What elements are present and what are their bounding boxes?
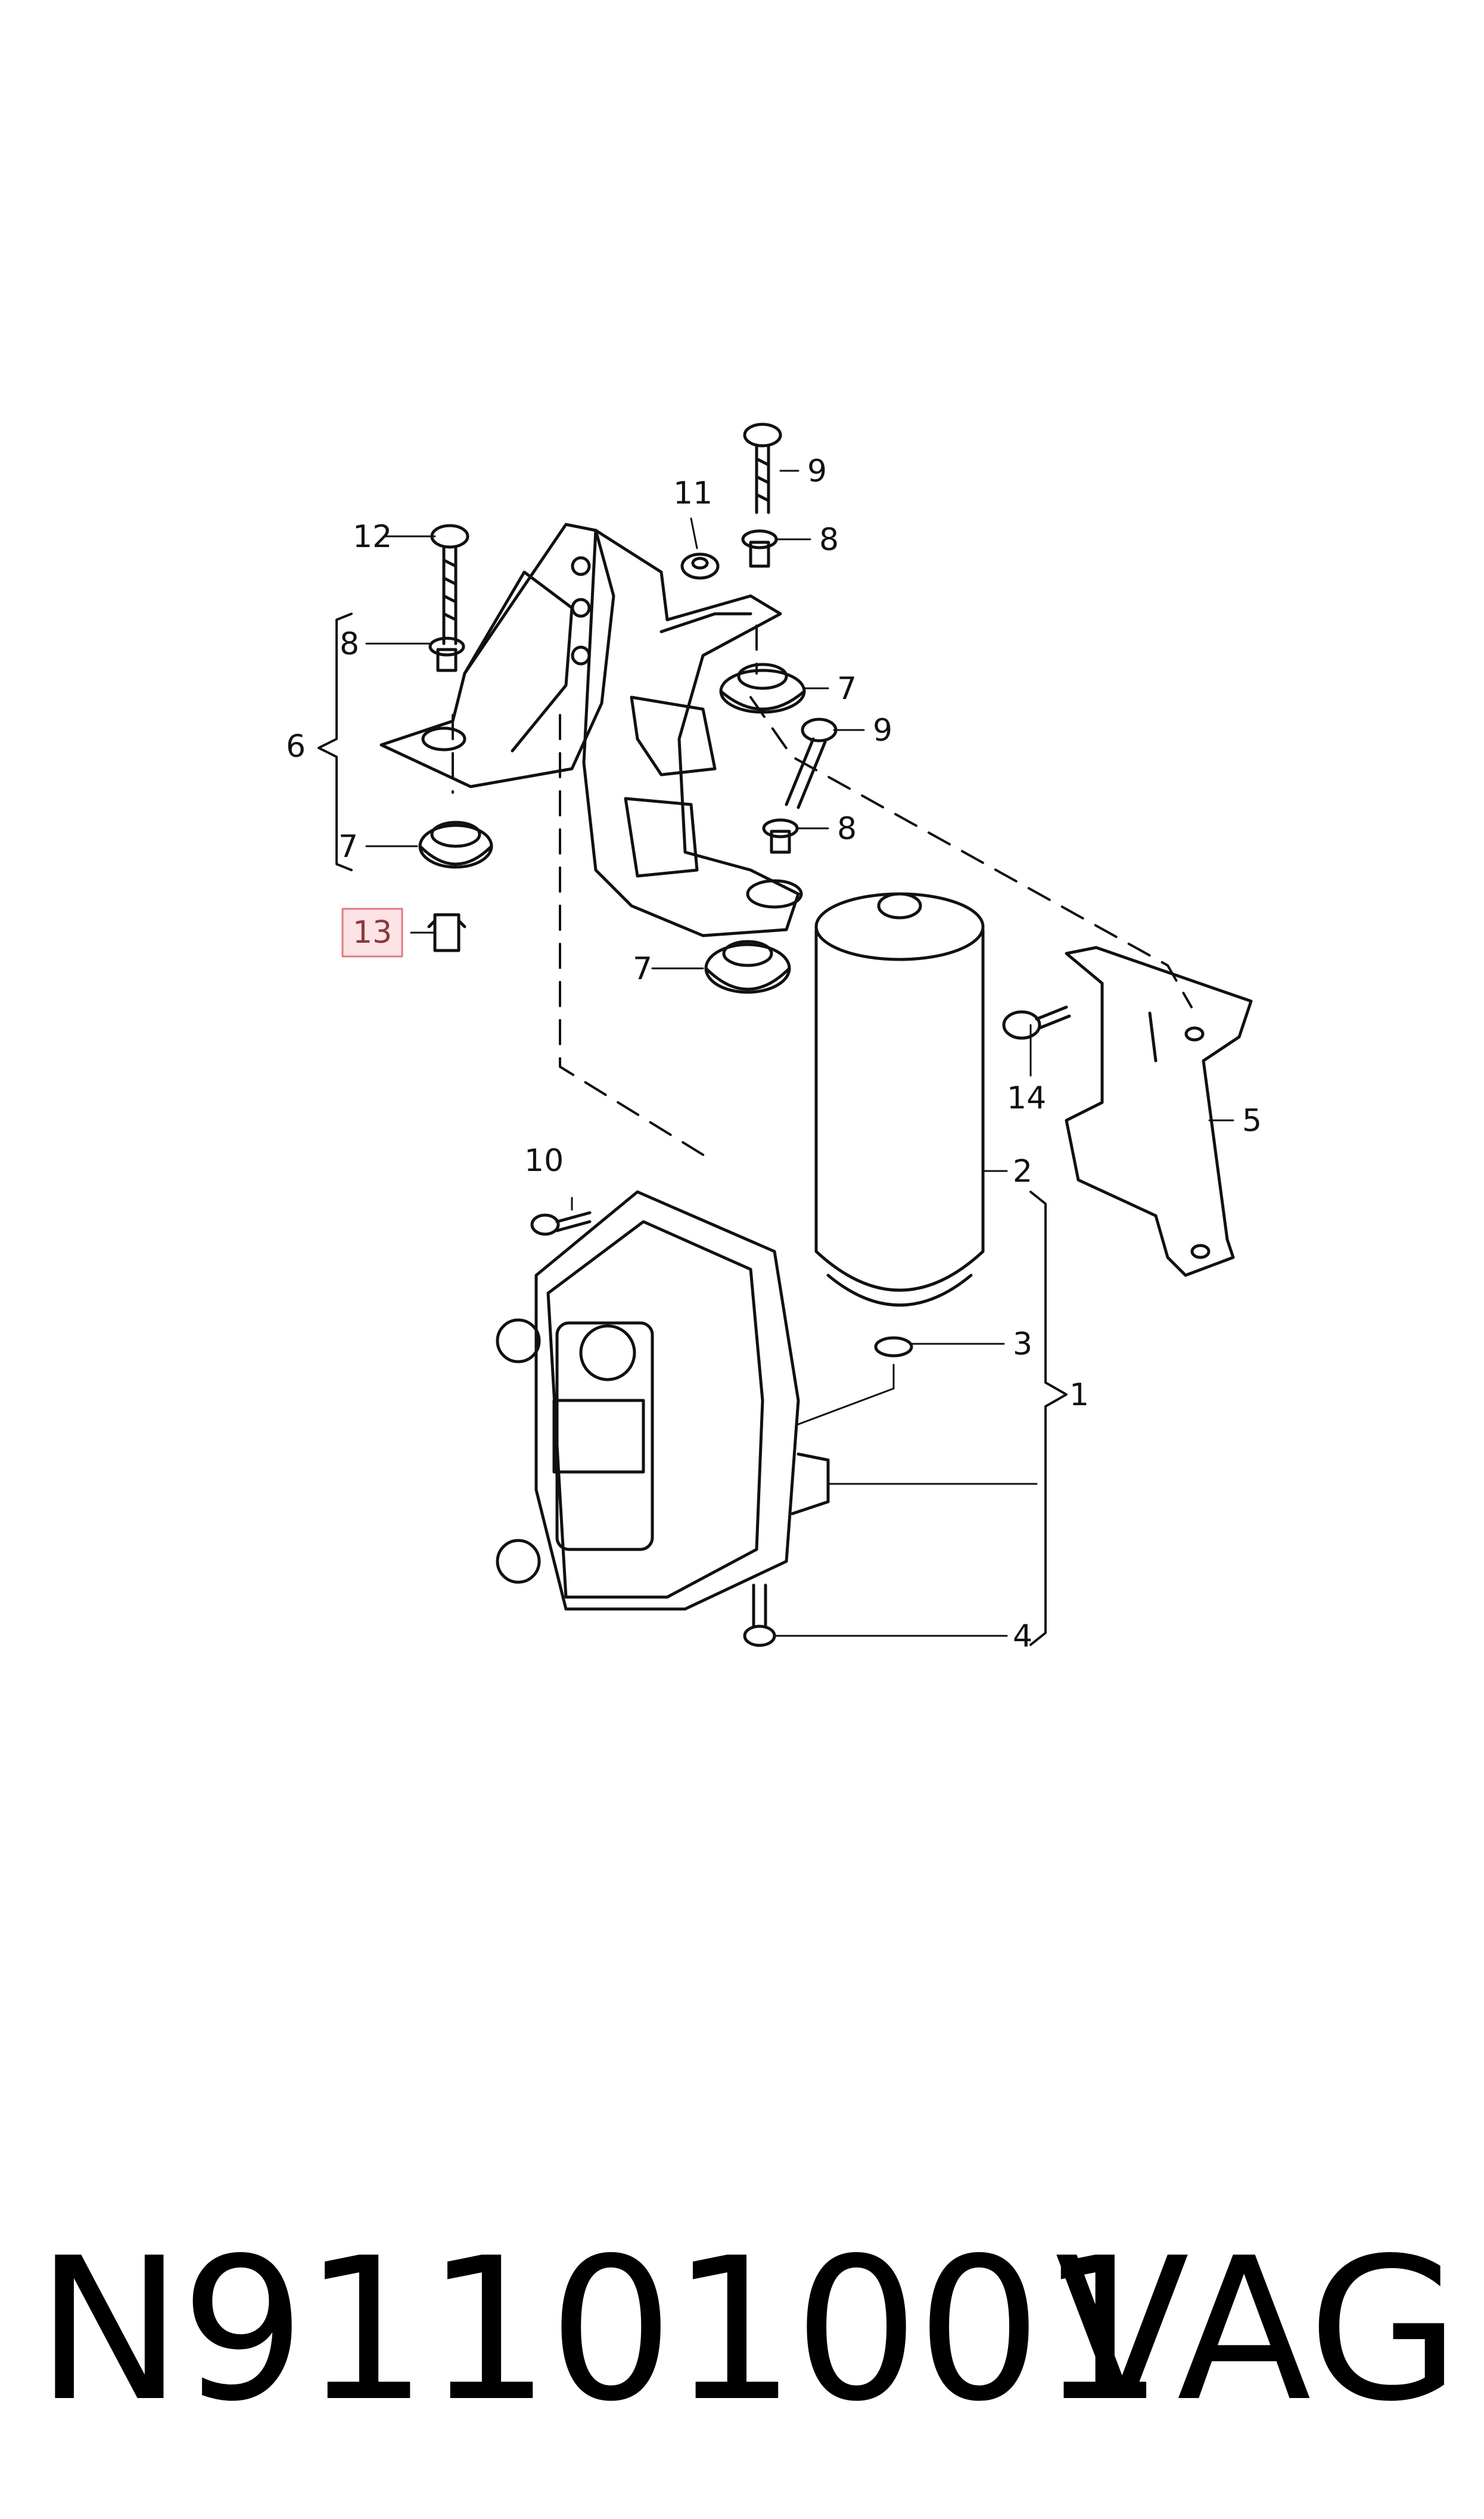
rubber-mount-7-upper [719, 663, 806, 714]
highlight-box-13 [341, 908, 403, 958]
callout-8-left: 8 [340, 626, 359, 662]
washer-8-lower [762, 818, 799, 854]
brace-6 [318, 613, 353, 871]
callout-9-lower: 9 [873, 713, 892, 748]
upper-left-bracket [379, 523, 615, 788]
bolt-4 [743, 1583, 776, 1647]
callout-3: 3 [1013, 1327, 1032, 1362]
brand-name: VAG [1054, 2216, 1460, 2445]
part-number: N91101001 [36, 2216, 1165, 2445]
filter-cartridge [814, 892, 985, 1307]
callout-13: 13 [353, 915, 392, 951]
callout-7-lower: 7 [633, 951, 652, 987]
bolt-14 [1002, 1005, 1071, 1040]
footer: N91101001 VAG [0, 2205, 1484, 2455]
washer-8-left [428, 636, 465, 672]
callout-5: 5 [1242, 1103, 1262, 1139]
brace-1 [1029, 1191, 1068, 1646]
callout-8-lower: 8 [837, 811, 857, 847]
callout-labels: 12 8 6 7 13 11 9 8 7 9 8 7 14 5 2 10 3 1… [286, 454, 1262, 1654]
callout-7-left: 7 [338, 829, 358, 865]
nut-11 [680, 552, 720, 580]
bolt-9-lower [785, 718, 838, 809]
leader-lines [365, 470, 1234, 1637]
central-bracket [582, 529, 803, 937]
callout-10: 10 [524, 1143, 564, 1179]
o-ring-3 [874, 1336, 913, 1358]
washer-8-upper [741, 529, 778, 568]
callout-11: 11 [673, 476, 713, 511]
dashed-assembly-lines [452, 625, 1193, 1163]
callout-12: 12 [353, 519, 392, 555]
callout-9-upper: 9 [807, 454, 827, 489]
bolt-10 [530, 1211, 592, 1236]
bolt-9-upper [743, 423, 782, 514]
oil-cooler-housing [496, 1190, 830, 1611]
callout-8-upper: 8 [819, 522, 839, 558]
callout-2: 2 [1013, 1154, 1032, 1189]
callout-7-upper: 7 [837, 671, 857, 707]
callout-14: 14 [1007, 1080, 1046, 1116]
right-bracket [1065, 946, 1253, 1277]
rubber-mount-7-lower [704, 940, 791, 994]
callout-6: 6 [286, 729, 306, 765]
callout-4: 4 [1013, 1619, 1032, 1654]
rubber-mount-7-left [418, 821, 493, 869]
bolt-12 [430, 524, 469, 645]
callout-1: 1 [1069, 1377, 1089, 1413]
